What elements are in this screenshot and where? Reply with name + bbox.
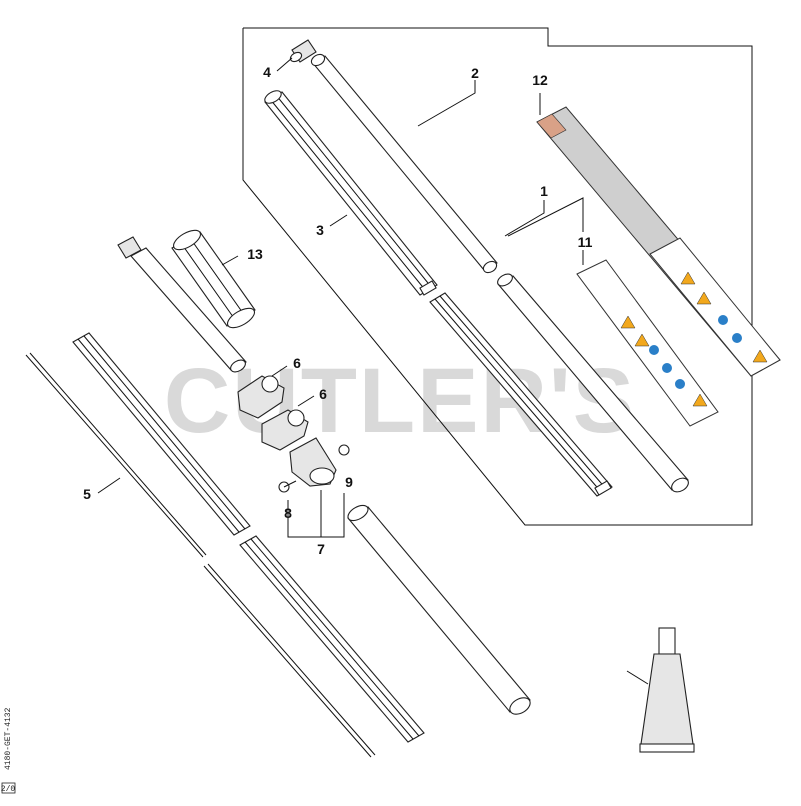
callout-11: 12	[532, 72, 548, 88]
part-shaft-grooved-left-lower	[239, 535, 425, 743]
leader-lines	[97, 57, 649, 685]
part-4-cap	[289, 39, 317, 63]
callout-1: 1	[540, 183, 548, 199]
callout-4: 4	[263, 64, 271, 80]
callout-6-upper: 6	[293, 355, 301, 371]
part-8-screw	[278, 480, 297, 493]
callout-6-lower: 6	[319, 386, 327, 402]
part-9-nut	[338, 444, 350, 456]
callout-10: 11	[578, 234, 593, 250]
part-1-shaft-grooved	[429, 292, 613, 497]
callout-8: 8	[284, 505, 292, 521]
part-2-tube	[310, 53, 498, 274]
callout-9: 9	[345, 474, 353, 490]
part-5-drive-rod	[25, 352, 376, 758]
part-tube-lower	[347, 504, 531, 715]
drawing-code: 4180-GET-4132	[4, 707, 13, 770]
corner-box-text: 2/0	[1, 785, 16, 794]
callout-5: 5	[83, 486, 91, 502]
part-11-label	[536, 106, 781, 377]
part-1-tube	[497, 273, 689, 493]
callout-12: 13	[247, 246, 263, 262]
callout-3: 3	[316, 222, 324, 238]
part-7-knob	[289, 437, 337, 487]
part-shaft-grooved-left-upper	[72, 332, 251, 536]
assembly-frame	[242, 27, 753, 526]
part-6-clamp-lower	[261, 409, 309, 451]
part-13-grease-tube	[639, 627, 695, 753]
part-6-clamp-upper	[237, 375, 285, 419]
part-tube-left	[117, 236, 247, 373]
corner-box	[1, 782, 16, 794]
part-10-label	[576, 259, 719, 427]
part-3-shaft	[264, 90, 438, 296]
callout-2: 2	[471, 65, 479, 81]
part-12-sleeve	[171, 229, 256, 329]
callout-7: 7	[317, 541, 325, 557]
